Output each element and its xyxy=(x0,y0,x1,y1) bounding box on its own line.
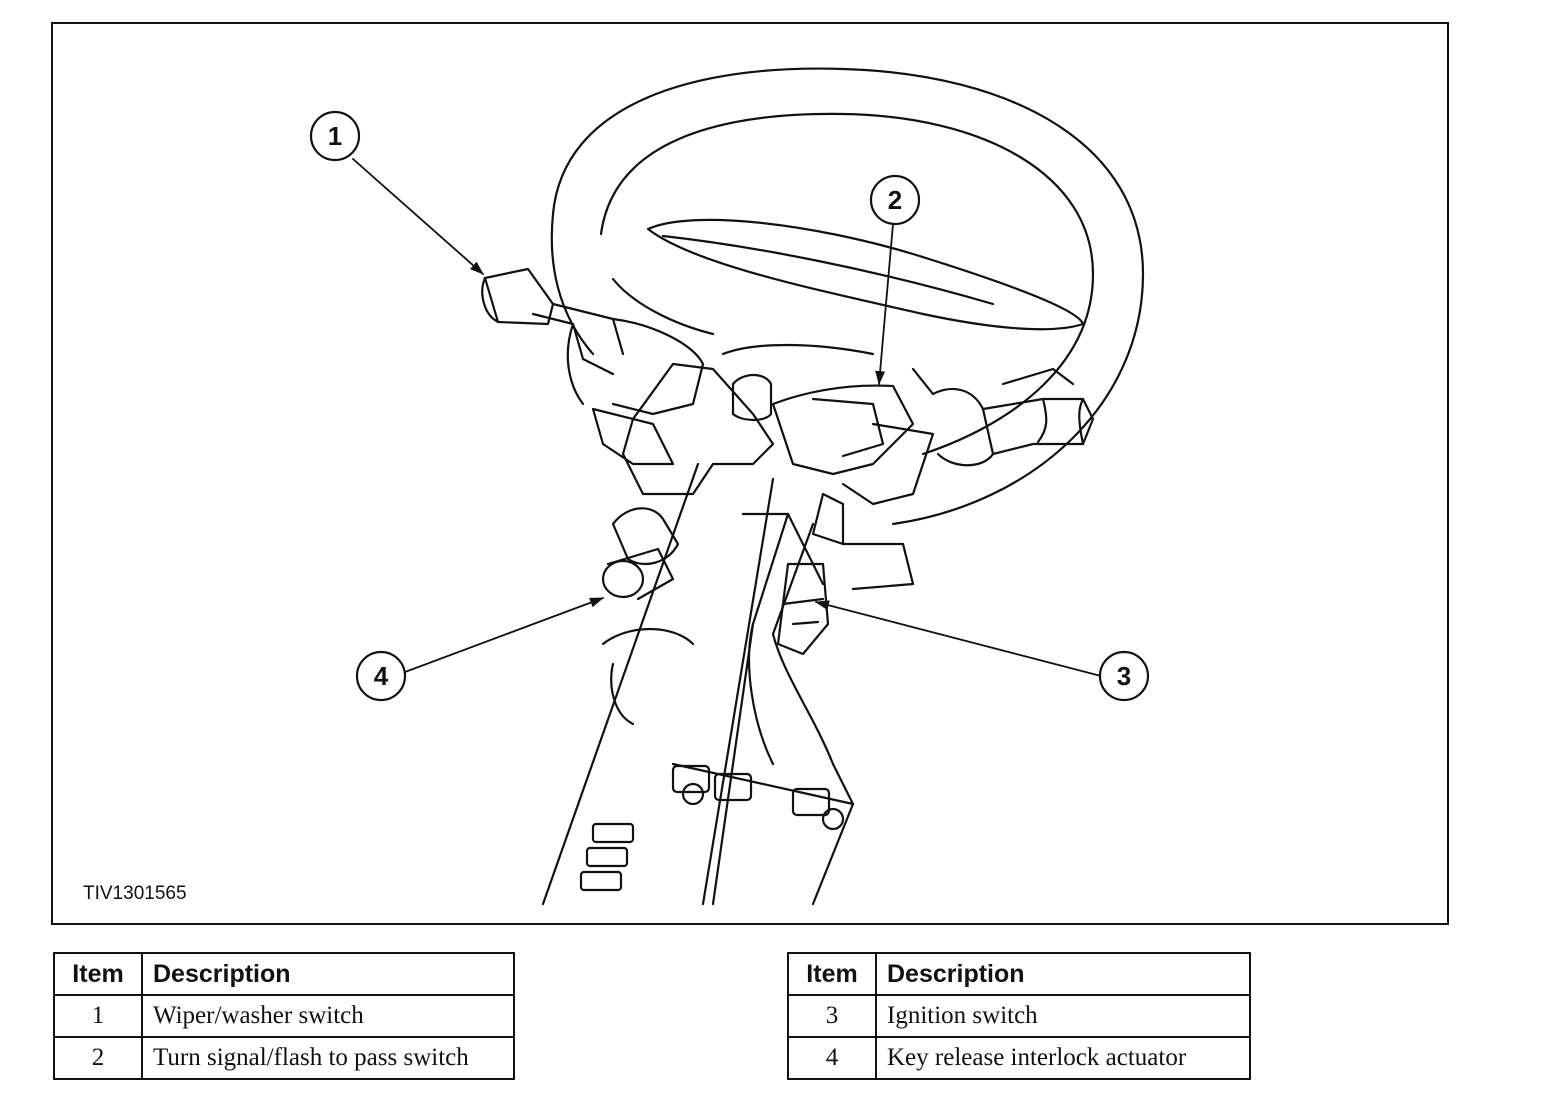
legend-header-row: Item Description xyxy=(787,952,1251,996)
legend-table-right: Item Description 3 Ignition switch 4 Key… xyxy=(787,952,1251,1080)
leader-line-1 xyxy=(352,158,484,275)
legend-table-left: Item Description 1 Wiper/washer switch 2… xyxy=(53,952,515,1080)
item-number: 4 xyxy=(787,1036,877,1080)
callout-circle-2 xyxy=(869,174,921,226)
callout-circle-1 xyxy=(309,110,361,162)
callout-label-4: 4 xyxy=(374,661,389,691)
callout-circle-4 xyxy=(355,650,407,702)
table-row: 4 Key release interlock actuator xyxy=(787,1036,1251,1080)
leader-lines xyxy=(352,158,1102,677)
callout-label-1: 1 xyxy=(328,121,342,151)
ignition-switch xyxy=(776,562,830,656)
header-description: Description xyxy=(141,952,515,996)
item-description: Ignition switch xyxy=(875,994,1251,1038)
figure-frame: 1 2 3 4 TIV1301565 xyxy=(51,22,1449,925)
leader-line-2 xyxy=(875,223,894,385)
callout-circle-3 xyxy=(1098,650,1150,702)
leader-line-4 xyxy=(404,597,604,673)
callout-label-2: 2 xyxy=(888,185,902,215)
key-release-interlock-actuator xyxy=(601,507,680,601)
item-description: Wiper/washer switch xyxy=(141,994,515,1038)
wiper-washer-switch xyxy=(481,267,705,466)
item-number: 2 xyxy=(53,1036,143,1080)
legend-header-row: Item Description xyxy=(53,952,515,996)
callout-label-3: 3 xyxy=(1117,661,1131,691)
item-description: Turn signal/flash to pass switch xyxy=(141,1036,515,1080)
steering-column xyxy=(541,462,855,906)
table-row: 1 Wiper/washer switch xyxy=(53,994,515,1038)
table-row: 2 Turn signal/flash to pass switch xyxy=(53,1036,515,1080)
header-item: Item xyxy=(787,952,877,996)
figure-code: TIV1301565 xyxy=(83,883,187,904)
steering-wheel xyxy=(550,67,1145,526)
steering-column-illustration: 1 2 3 4 xyxy=(309,67,1150,906)
multifunction-switch-housing xyxy=(621,362,935,591)
callout-markers: 1 2 3 4 xyxy=(309,110,1150,702)
leader-line-3 xyxy=(815,600,1102,677)
header-item: Item xyxy=(53,952,143,996)
turn-signal-switch xyxy=(911,367,1095,467)
table-row: 3 Ignition switch xyxy=(787,994,1251,1038)
item-number: 1 xyxy=(53,994,143,1038)
item-number: 3 xyxy=(787,994,877,1038)
header-description: Description xyxy=(875,952,1251,996)
item-description: Key release interlock actuator xyxy=(875,1036,1251,1080)
